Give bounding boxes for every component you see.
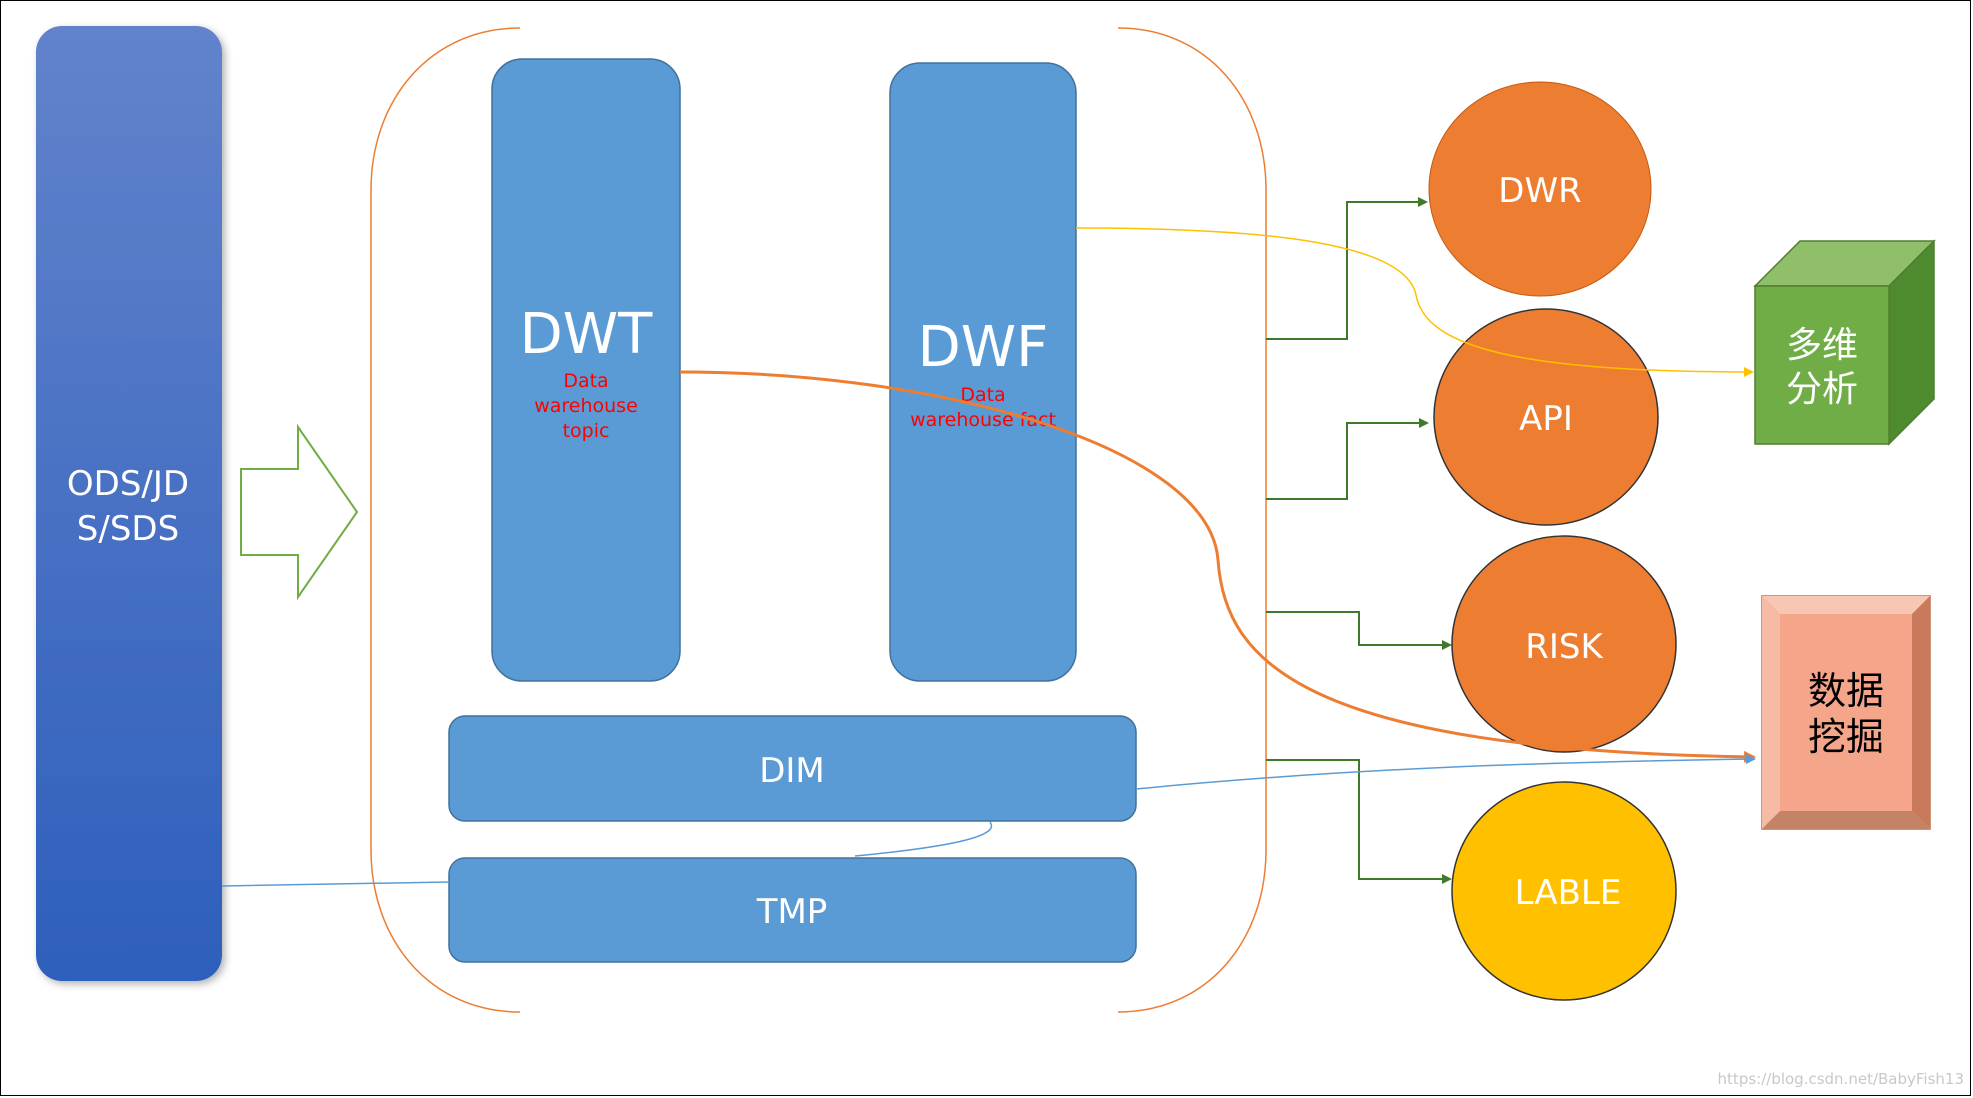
risk-node: RISK [1451,535,1677,753]
cube-label-line1: 多维 [1786,325,1858,366]
dwt-layer: DWT Data warehouse topic [491,58,681,682]
dwf-title: DWF [918,315,1049,380]
dwt-title: DWT [520,302,653,367]
dim-label: DIM [759,751,825,791]
left-bracket [370,27,521,1013]
mining-label-line1: 数据 [1808,669,1884,713]
source-block: ODS/JD S/SDS [36,26,222,981]
lable-node: LABLE [1451,781,1677,1001]
dwf-desc-1: Data [960,384,1005,406]
source-to-mining-curve [221,759,1754,887]
watermark: https://blog.csdn.net/BabyFish13 [1718,1070,1964,1088]
api-node: API [1433,308,1659,526]
bevel-data-mining: 数据 挖掘 [1761,595,1931,830]
cube-label-line2: 分析 [1786,369,1858,410]
dwt-desc-3: topic [563,420,610,442]
dwr-label: DWR [1498,171,1581,211]
risk-label: RISK [1525,627,1604,667]
mining-label-line2: 挖掘 [1808,715,1884,759]
dwt-desc-1: Data [563,370,608,392]
dwf-desc-2: warehouse fact [910,409,1056,431]
dwt-desc-2: warehouse [534,395,638,417]
flow-arrow [240,423,359,601]
dwf-layer: DWF Data warehouse fact [889,62,1077,682]
cube-multidim-analysis: 多维 分析 [1753,239,1936,446]
source-label-line1: ODS/JD [67,464,189,504]
dim-layer: DIM [448,715,1137,822]
lable-label: LABLE [1515,873,1622,913]
output-connectors [1266,197,1452,884]
api-label: API [1519,399,1573,439]
dwf-to-cube-curve [1075,227,1754,377]
dwr-node: DWR [1428,81,1652,297]
source-label-line2: S/SDS [77,509,179,549]
dwt-to-mining-curve [679,370,1756,763]
tmp-label: TMP [756,892,828,932]
right-bracket [1117,27,1267,1013]
tmp-layer: TMP [448,857,1137,963]
